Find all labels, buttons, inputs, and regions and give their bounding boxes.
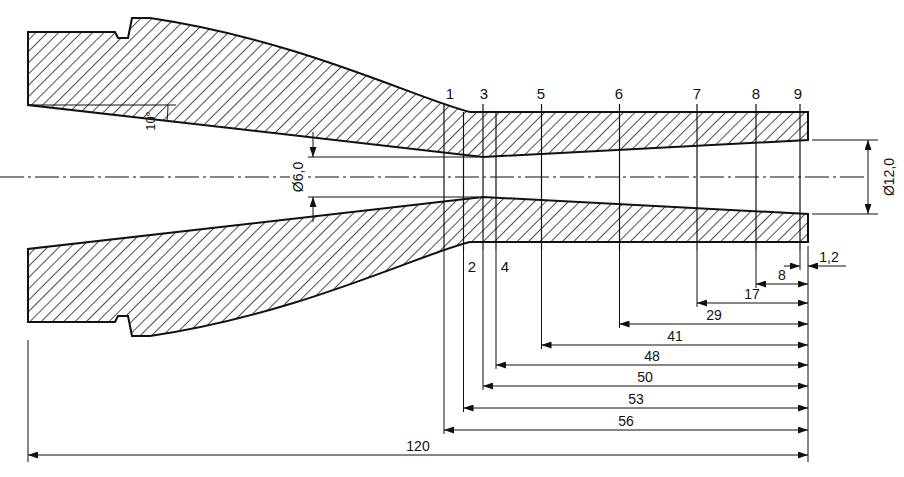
angle-value: 10° xyxy=(143,109,158,133)
extension-line xyxy=(541,250,542,349)
dimension-value: 50 xyxy=(635,369,655,385)
section-number: 6 xyxy=(613,85,625,102)
section-number: 5 xyxy=(535,85,547,102)
section-number: 2 xyxy=(466,258,478,275)
dimension-line xyxy=(756,284,808,285)
extension-line xyxy=(463,250,464,412)
dimension-line xyxy=(483,386,808,387)
extension-line xyxy=(308,197,478,198)
extension-line xyxy=(756,250,757,288)
dimension-line xyxy=(313,197,314,222)
lower-wall xyxy=(28,197,808,336)
extension-line xyxy=(308,157,478,158)
section-line xyxy=(482,104,483,250)
section-line xyxy=(799,104,800,250)
dimension-line xyxy=(496,365,808,366)
dimension-line xyxy=(784,266,800,267)
angle-arc xyxy=(167,105,168,121)
extension-line xyxy=(619,250,620,328)
extension-line xyxy=(483,250,484,390)
extension-line xyxy=(697,250,698,307)
extension-line xyxy=(444,250,445,434)
extension-line xyxy=(800,250,801,270)
dimension-lines xyxy=(28,132,868,455)
section-number: 3 xyxy=(478,85,490,102)
section-number: 4 xyxy=(499,258,511,275)
dimension-value: 17 xyxy=(742,286,762,302)
dimension-value: 56 xyxy=(616,413,636,429)
dimension-value: 41 xyxy=(665,328,685,344)
dimension-value: 120 xyxy=(404,438,431,454)
extension-lines xyxy=(28,105,878,462)
dimension-line xyxy=(697,303,808,304)
section-number: 9 xyxy=(792,85,804,102)
section-lines xyxy=(444,104,800,250)
dimension-value: 1,2 xyxy=(817,249,840,265)
section-line xyxy=(541,104,542,250)
section-line xyxy=(619,104,620,250)
upper-wall xyxy=(28,18,808,157)
center-line xyxy=(0,177,864,178)
dimension-line xyxy=(868,140,869,214)
dimension-line xyxy=(542,345,809,346)
extension-line xyxy=(496,250,497,369)
dimension-line xyxy=(620,324,809,325)
section-line xyxy=(443,104,444,250)
dimension-value: 8 xyxy=(776,267,788,283)
section-line xyxy=(495,112,496,250)
section-number: 8 xyxy=(750,85,762,102)
extension-line xyxy=(28,340,29,462)
dimension-line xyxy=(313,132,314,157)
dimension-line xyxy=(444,430,808,431)
section-line xyxy=(463,112,464,250)
dimension-value: 48 xyxy=(642,348,662,364)
dimension-line xyxy=(28,455,808,456)
angle-reference-line xyxy=(28,105,176,106)
section-number: 1 xyxy=(444,85,456,102)
dimension-line xyxy=(808,266,846,267)
dimension-value: 29 xyxy=(704,307,724,323)
dimension-value: 53 xyxy=(626,391,646,407)
dimension-line xyxy=(464,408,809,409)
diameter-value: Ø12,0 xyxy=(881,156,897,198)
section-number: 7 xyxy=(691,85,703,102)
diameter-value: Ø6,0 xyxy=(290,160,306,194)
section-line xyxy=(696,104,697,250)
section-line xyxy=(755,104,756,250)
